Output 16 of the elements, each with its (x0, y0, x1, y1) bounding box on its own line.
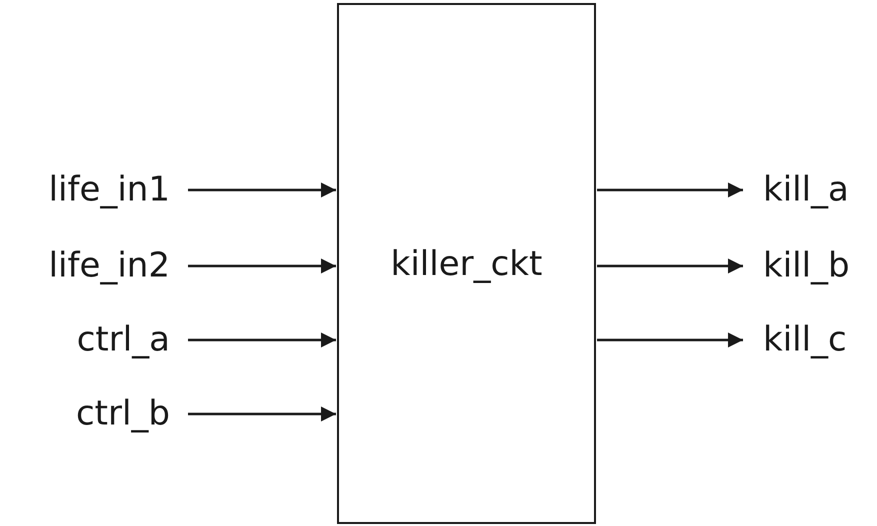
circuit-block (337, 3, 596, 524)
signal-name: ctrl_b (76, 395, 170, 433)
arrow (188, 332, 336, 348)
arrow (188, 406, 336, 422)
arrow (597, 258, 743, 274)
block-name: killer_ckt (390, 244, 542, 284)
arrow (188, 182, 336, 198)
arrow (188, 258, 336, 274)
signal-name: kill_c (763, 321, 847, 359)
arrow (597, 182, 743, 198)
signal-name: ctrl_a (76, 321, 170, 359)
signal-name: life_in2 (48, 247, 170, 285)
signal-name: kill_b (763, 247, 850, 285)
arrow (597, 332, 743, 348)
signal-name: kill_a (763, 171, 849, 209)
signal-name: life_in1 (48, 171, 170, 209)
